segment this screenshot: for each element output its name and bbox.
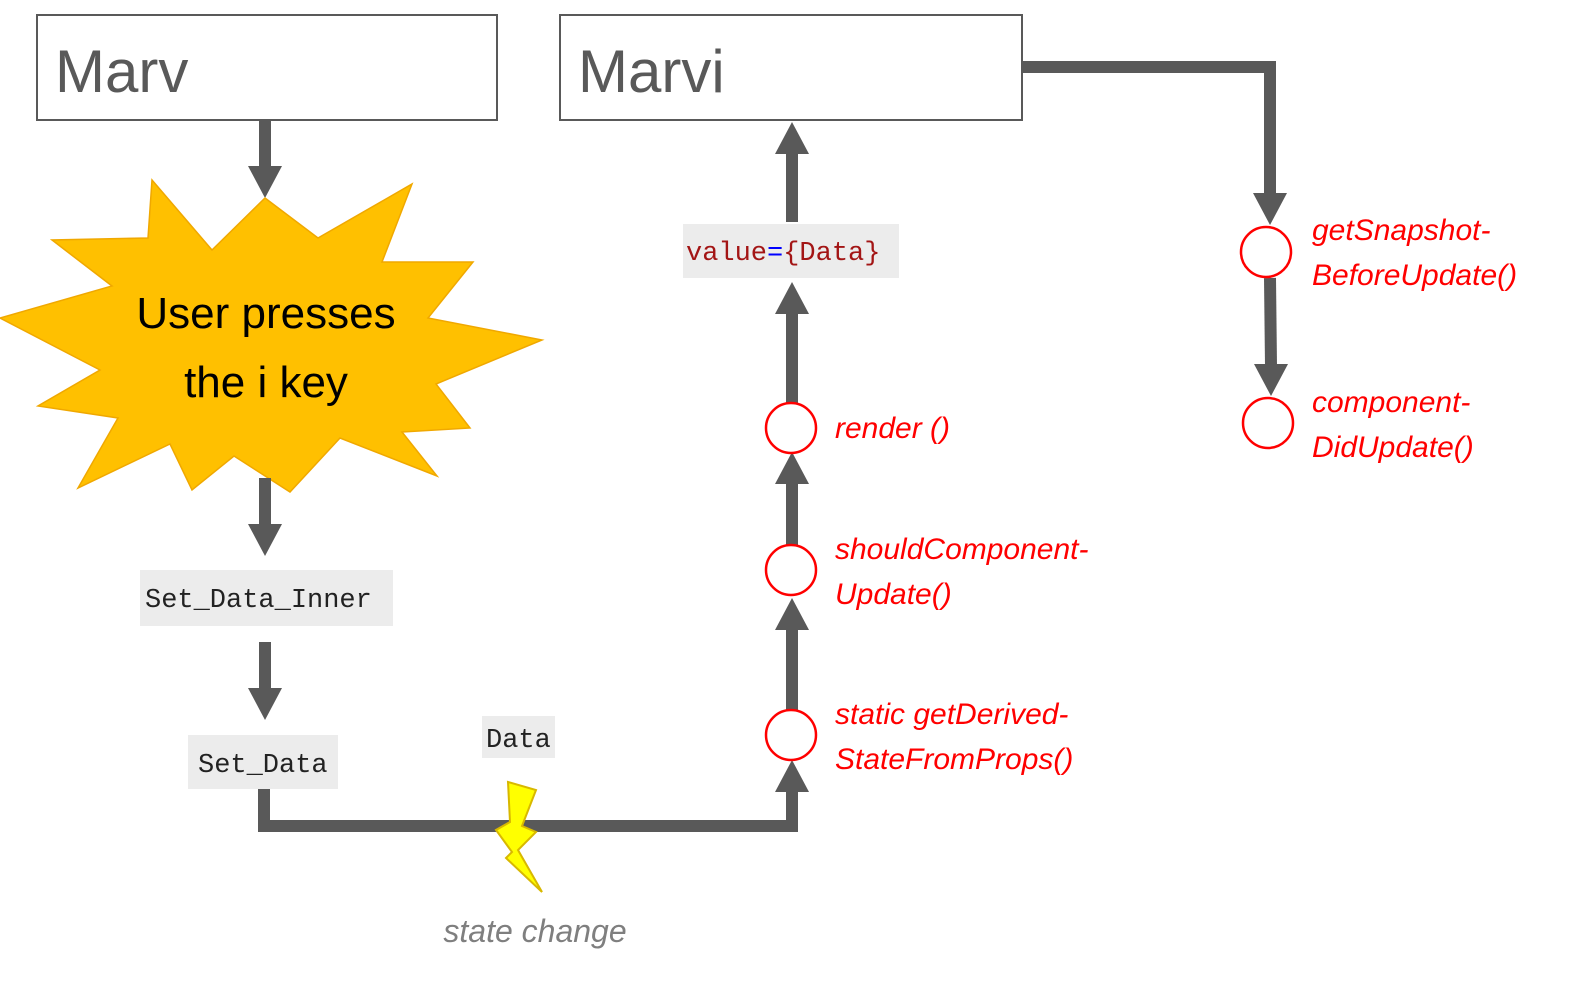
state-change-connector bbox=[258, 789, 798, 832]
marv-box-title: Marv bbox=[55, 38, 188, 105]
lightning-bolt-icon bbox=[494, 780, 543, 893]
lifecycle-node-render: render () bbox=[764, 401, 950, 455]
event-text-line1: User presses bbox=[136, 289, 395, 338]
did-update-line2: DidUpdate() bbox=[1312, 431, 1474, 464]
value-prop-name: value bbox=[686, 239, 767, 269]
set-data-label: Set_Data bbox=[198, 751, 328, 781]
arrow-event-to-inner bbox=[248, 478, 282, 556]
lifecycle-node-did-update: component- DidUpdate() bbox=[1241, 386, 1474, 464]
snapshot-line1: getSnapshot- bbox=[1312, 214, 1490, 247]
data-label: Data bbox=[486, 726, 551, 756]
explosion-icon bbox=[0, 178, 545, 493]
state-change-arrowhead bbox=[775, 760, 809, 792]
state-change-caption: state change bbox=[443, 913, 626, 949]
lifecycle-node-derived-state: static getDerived- StateFromProps() bbox=[764, 698, 1073, 776]
marv-component-box: Marv bbox=[36, 14, 498, 121]
derived-state-line2: StateFromProps() bbox=[835, 743, 1073, 776]
value-prop-expr: {Data} bbox=[783, 239, 880, 269]
value-prop-chip: value={Data} bbox=[683, 224, 899, 278]
commit-chain bbox=[1022, 61, 1288, 396]
update-chain bbox=[775, 122, 809, 710]
should-update-line2: Update() bbox=[835, 578, 952, 611]
did-update-line1: component- bbox=[1312, 386, 1470, 419]
value-prop-equals: = bbox=[767, 239, 783, 269]
render-label: render () bbox=[835, 412, 950, 445]
value-prop-code: value={Data} bbox=[686, 239, 880, 269]
lifecycle-node-snapshot: getSnapshot- BeforeUpdate() bbox=[1239, 214, 1517, 292]
event-text-line2: the i key bbox=[184, 358, 348, 407]
set-data-chip: Set_Data bbox=[188, 735, 338, 789]
snapshot-line2: BeforeUpdate() bbox=[1312, 259, 1517, 292]
marvi-component-box: Marvi bbox=[559, 14, 1023, 121]
set-data-inner-label: Set_Data_Inner bbox=[145, 586, 372, 616]
should-update-line1: shouldComponent- bbox=[835, 533, 1089, 566]
derived-state-line1: static getDerived- bbox=[835, 698, 1068, 731]
arrow-marv-to-event bbox=[248, 120, 282, 198]
lifecycle-node-should-update: shouldComponent- Update() bbox=[764, 533, 1089, 611]
arrow-inner-to-setdata bbox=[248, 642, 282, 720]
marvi-box-title: Marvi bbox=[578, 38, 725, 105]
data-chip: Data bbox=[482, 716, 555, 758]
set-data-inner-chip: Set_Data_Inner bbox=[140, 570, 393, 626]
user-event-burst: User presses the i key bbox=[0, 178, 545, 493]
